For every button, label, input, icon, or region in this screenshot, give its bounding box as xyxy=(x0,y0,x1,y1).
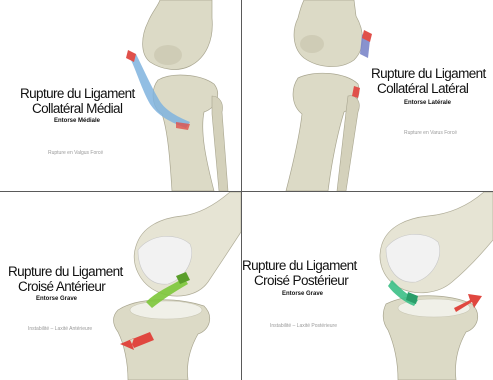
panel-3-title-line-2: Croisé Antérieur xyxy=(8,279,158,294)
panel-4-caption: Instabilité – Laxité Postérieure xyxy=(270,323,337,329)
panel-mcl-rupture: Rupture du Ligament Collatéral Médial En… xyxy=(0,0,241,191)
panel-4-subtitle: Entorse Grave xyxy=(282,291,323,297)
panel-acl-rupture: Rupture du Ligament Croisé Antérieur Ent… xyxy=(0,192,241,380)
panel-3-caption: Instabilité – Laxité Antérieure xyxy=(28,326,92,332)
panel-pcl-rupture: Rupture du Ligament Croisé Postérieur En… xyxy=(242,192,493,380)
panel-2-title-line-1: Rupture du Ligament xyxy=(371,66,493,81)
panel-2-title-line-2: Collatéral Latéral xyxy=(371,81,493,96)
panel-lcl-rupture: Rupture du Ligament Collatéral Latéral E… xyxy=(242,0,493,191)
femur-bone xyxy=(294,0,362,67)
panel-4-title-line-2: Croisé Postérieur xyxy=(242,273,382,288)
tibia-bone xyxy=(114,300,210,380)
fibula-bone xyxy=(212,96,228,191)
panel-1-title-line-1: Rupture du Ligament xyxy=(20,86,180,101)
panel-3-title-line-1: Rupture du Ligament xyxy=(8,264,158,279)
panel-3-subtitle: Entorse Grave xyxy=(36,296,77,302)
panel-2-subtitle: Entorse Latérale xyxy=(404,100,451,106)
panel-2-title: Rupture du Ligament Collatéral Latéral xyxy=(371,66,493,96)
panel-4-title-line-1: Rupture du Ligament xyxy=(242,258,382,273)
panel-4-title: Rupture du Ligament Croisé Postérieur xyxy=(242,258,382,288)
femur-bone xyxy=(380,192,493,293)
panel-1-title: Rupture du Ligament Collatéral Médial xyxy=(20,86,180,116)
panel-1-subtitle: Entorse Médiale xyxy=(54,118,100,124)
vertical-divider xyxy=(241,0,242,380)
horizontal-divider xyxy=(0,191,493,192)
tibia-bone xyxy=(383,296,477,380)
panel-1-title-line-2: Collatéral Médial xyxy=(20,101,180,116)
panel-2-caption: Rupture en Varus Forcé xyxy=(404,130,457,136)
panel-3-title: Rupture du Ligament Croisé Antérieur xyxy=(8,264,158,294)
femur-bone xyxy=(143,0,213,69)
panel-1-caption: Rupture en Valgus Forcé xyxy=(48,150,103,156)
